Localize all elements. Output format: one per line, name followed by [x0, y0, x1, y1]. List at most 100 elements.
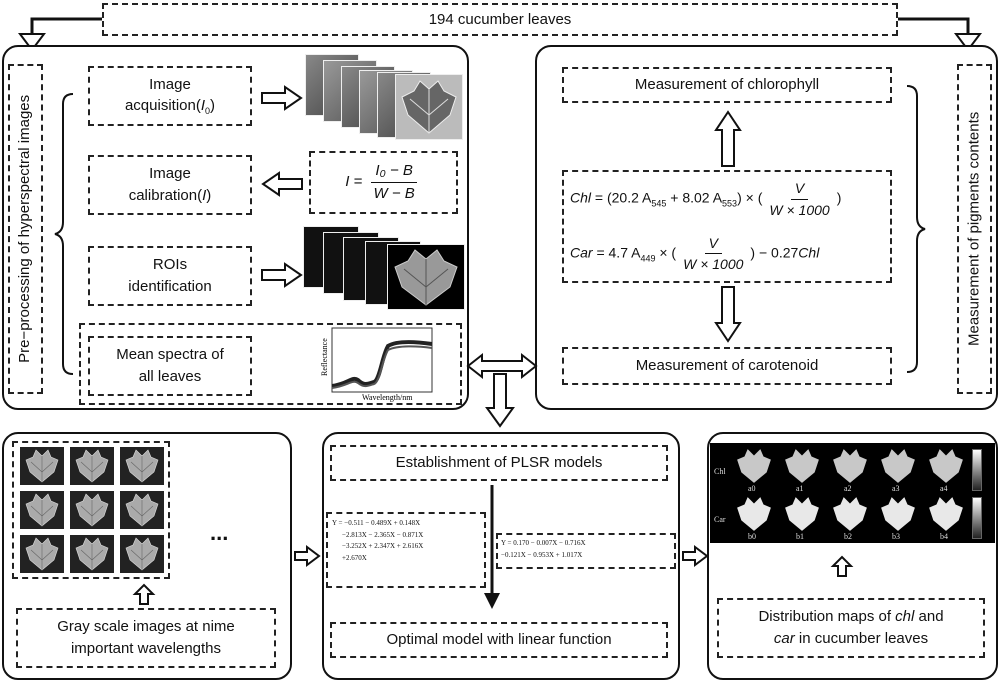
hollow-arrow-down — [714, 286, 742, 343]
top-left-arrow — [18, 17, 102, 52]
image-calibration-box: Image calibration(I) — [88, 155, 252, 215]
right-brace — [906, 85, 926, 373]
leaf-image — [395, 74, 463, 140]
image-acquisition-box: Image acquisition(I0) — [88, 66, 252, 126]
chlorophyll-label: Measurement of chlorophyll — [634, 76, 820, 94]
top-box: 194 cucumber leaves — [102, 3, 898, 36]
cal-eq-den: W − B — [373, 185, 415, 202]
cal-var: I — [202, 187, 207, 204]
cal-eq-num: I₀ − B — [371, 160, 417, 183]
distribution-map-leaf — [828, 447, 872, 490]
optimal-label: Optimal model with linear function — [386, 631, 612, 649]
top-label: 194 cucumber leaves — [428, 10, 572, 28]
hollow-arrow-right-bottom-2 — [682, 545, 709, 567]
mean-spectra-box: Mean spectra of all leaves — [88, 336, 252, 396]
plsr-label: Establishment of PLSR models — [395, 454, 603, 472]
hypercube-stack-image — [305, 52, 463, 140]
hollow-arrow-right — [261, 262, 303, 288]
acq-line2: acquisition( — [124, 97, 201, 115]
map-label: a2 — [844, 484, 852, 493]
eq-chl-sub2: 553 — [722, 198, 738, 209]
chl-model-line: +2.670X — [342, 553, 367, 562]
acq-close: ) — [210, 97, 216, 115]
eq-car-lhs: Car — [570, 244, 593, 261]
eq-car-chl: Chl — [798, 244, 820, 261]
grayscale-thumbnail — [20, 535, 64, 573]
colorbar — [972, 449, 982, 491]
cal-line1: Image — [149, 165, 191, 183]
eq-chl-tail: ) × ( — [737, 189, 763, 206]
grayscale-thumbnail — [20, 491, 64, 529]
grayscale-thumbnail — [20, 447, 64, 485]
eq-car-body: = 4.7 A — [592, 244, 641, 261]
grayscale-thumbnail — [120, 535, 164, 573]
car-model-line: −0.121X − 0.953X + 1.017X — [501, 550, 583, 559]
grayscale-thumbnail — [70, 535, 114, 573]
grayscale-caption-box: Gray scale images at nime important wave… — [16, 608, 276, 668]
chlorophyll-box: Measurement of chlorophyll — [562, 67, 892, 103]
top-right-arrow — [898, 17, 982, 52]
spectra-xlabel: Wavelength/nm — [362, 393, 413, 402]
left-brace — [54, 93, 74, 375]
chl-model-line: Y = −0.511 − 0.489X + 0.148X — [332, 519, 421, 527]
eq-chl-body: = (20.2 A — [591, 189, 652, 206]
double-hollow-arrow — [466, 352, 538, 380]
ellipsis: ... — [210, 520, 229, 545]
dist-caption-post: in cucumber leaves — [794, 630, 929, 647]
map-label: b0 — [748, 532, 756, 541]
gray-caption-1: Gray scale images at nime — [57, 618, 235, 636]
roi-identification-box: ROIs identification — [88, 246, 252, 306]
eq-car-tail: × ( — [655, 244, 677, 261]
map-label: b3 — [892, 532, 900, 541]
eq-chl-end: ) — [836, 189, 842, 206]
calibration-equation-box: I = I₀ − B W − B — [309, 151, 458, 214]
map-label: a0 — [748, 484, 756, 493]
distribution-map-leaf — [924, 495, 968, 538]
distribution-map-leaf — [780, 495, 824, 538]
hollow-arrow-up-small — [132, 583, 156, 605]
eq-car-den: W × 1000 — [683, 256, 744, 273]
map-label: b1 — [796, 532, 804, 541]
distribution-caption-box: Distribution maps of chl and car in cucu… — [717, 598, 985, 658]
roi-line1: ROIs — [152, 256, 188, 274]
eq-chl-sub1: 545 — [651, 198, 667, 209]
eq-car-num: V — [704, 233, 722, 255]
cal-close: ) — [206, 187, 212, 204]
mean-line1: Mean spectra of — [116, 346, 224, 364]
carotenoid-box: Measurement of carotenoid — [562, 347, 892, 385]
chl-model-box: Y = −0.511 − 0.489X + 0.148X −2.813X − 2… — [326, 512, 486, 588]
roi-leaf-image — [387, 244, 465, 310]
cal-eq-lhs: I = — [345, 173, 363, 191]
distribution-map-leaf — [828, 495, 872, 538]
car-model-box: Y = 0.170 − 0.007X − 0.716X −0.121X − 0.… — [496, 533, 676, 569]
hollow-arrow-up-small-2 — [830, 555, 854, 577]
acq-var: I — [200, 97, 206, 115]
mean-line2: all leaves — [138, 368, 202, 385]
hollow-arrow-right-bottom — [294, 545, 321, 567]
map-label: b2 — [844, 532, 852, 541]
hollow-arrow-left — [261, 171, 303, 197]
pigment-vertical-label: Measurement of pigments contents — [965, 111, 983, 347]
map-row-label: Chl — [714, 467, 726, 476]
optimal-model-box: Optimal model with linear function — [330, 622, 668, 658]
eq-chl-mid: + 8.02 A — [666, 189, 723, 206]
eq-car-sub1: 449 — [640, 253, 656, 264]
pigment-vertical-box: Measurement of pigments contents — [957, 64, 992, 394]
hollow-arrow-right — [261, 85, 303, 111]
distribution-map-leaf — [732, 495, 776, 538]
roi-stack-image — [303, 226, 465, 310]
grayscale-thumbnail — [70, 491, 114, 529]
grayscale-thumbnail — [120, 447, 164, 485]
grayscale-grid — [20, 447, 166, 575]
dist-caption-chl: chl — [895, 608, 915, 626]
carotenoid-label: Measurement of carotenoid — [635, 357, 819, 375]
distribution-map-leaf — [876, 495, 920, 538]
dist-caption-pre: Distribution maps of — [758, 608, 896, 626]
distribution-map-leaf — [876, 447, 920, 490]
preprocessing-vertical-label: Pre−processing of hyperspectral images — [16, 94, 34, 364]
acq-line1: Image — [149, 75, 191, 93]
mean-spectra-plot: Reflectance Wavelength/nm — [320, 327, 433, 402]
